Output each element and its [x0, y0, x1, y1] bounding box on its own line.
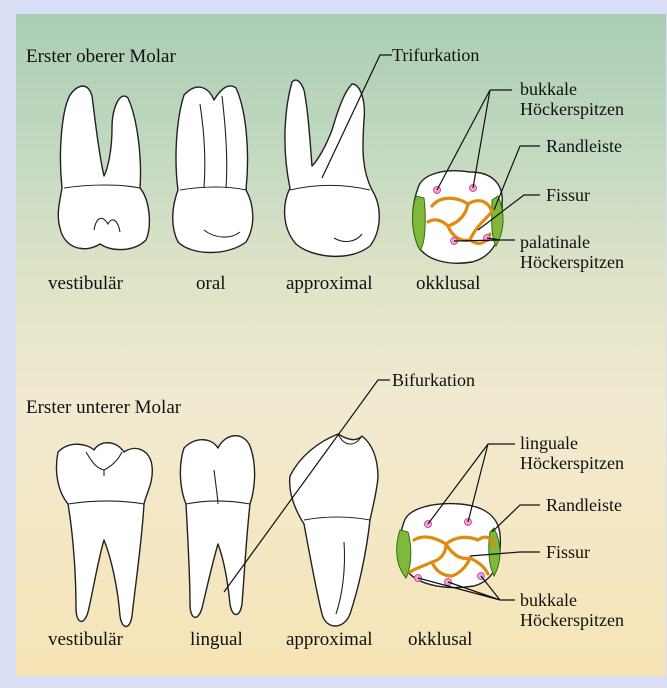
lower-buccal-cusps-line2: Höckerspitzen: [520, 610, 624, 630]
lower-ridge-left: [397, 530, 411, 578]
lower-occlusal-tooth: [397, 504, 501, 588]
lower-title: Erster unterer Molar: [26, 397, 182, 418]
upper-approximal-tooth: [285, 80, 380, 256]
upper-buccal-cusps-line1: bukkale: [520, 79, 577, 99]
lower-marginal-ridge-label: Randleiste: [546, 495, 622, 515]
upper-buccal-cusps-line2: Höckerspitzen: [520, 99, 624, 119]
upper-palatal-cusps-line1: palatinale: [520, 232, 590, 252]
upper-occlusal-tooth: [413, 171, 504, 263]
upper-trifurcation-label: Trifurkation: [392, 45, 479, 65]
upper-label-oral: oral: [196, 273, 226, 294]
lower-label-occlusal: okklusal: [408, 629, 472, 650]
lower-label-approximal: approximal: [286, 629, 373, 650]
lower-lingual-tooth: [180, 436, 254, 618]
lower-lingual-cusps-line1: linguale: [520, 433, 578, 453]
lower-label-vestibular: vestibulär: [48, 629, 124, 650]
lower-lingual-cusps-line2: Höckerspitzen: [520, 453, 624, 473]
lower-fissure-label: Fissur: [546, 542, 590, 562]
upper-marginal-ridge-label: Randleiste: [546, 136, 622, 156]
upper-label-occlusal: okklusal: [416, 273, 480, 294]
lower-bifurcation-label: Bifurkation: [392, 370, 475, 390]
lower-vestibular-tooth: [56, 443, 152, 627]
upper-ridge-left: [413, 196, 426, 250]
upper-palatal-cusps-line2: Höckerspitzen: [520, 252, 624, 272]
upper-oral-tooth: [173, 86, 253, 253]
upper-title: Erster oberer Molar: [26, 46, 176, 67]
lower-buccal-cusps-line1: bukkale: [520, 590, 577, 610]
upper-fissure-label: Fissur: [546, 185, 590, 205]
upper-label-approximal: approximal: [286, 273, 373, 294]
lower-label-lingual: lingual: [190, 629, 243, 650]
upper-vestibular-tooth: [58, 86, 149, 249]
lower-approximal-tooth: [290, 434, 378, 626]
upper-label-vestibular: vestibulär: [48, 273, 124, 294]
